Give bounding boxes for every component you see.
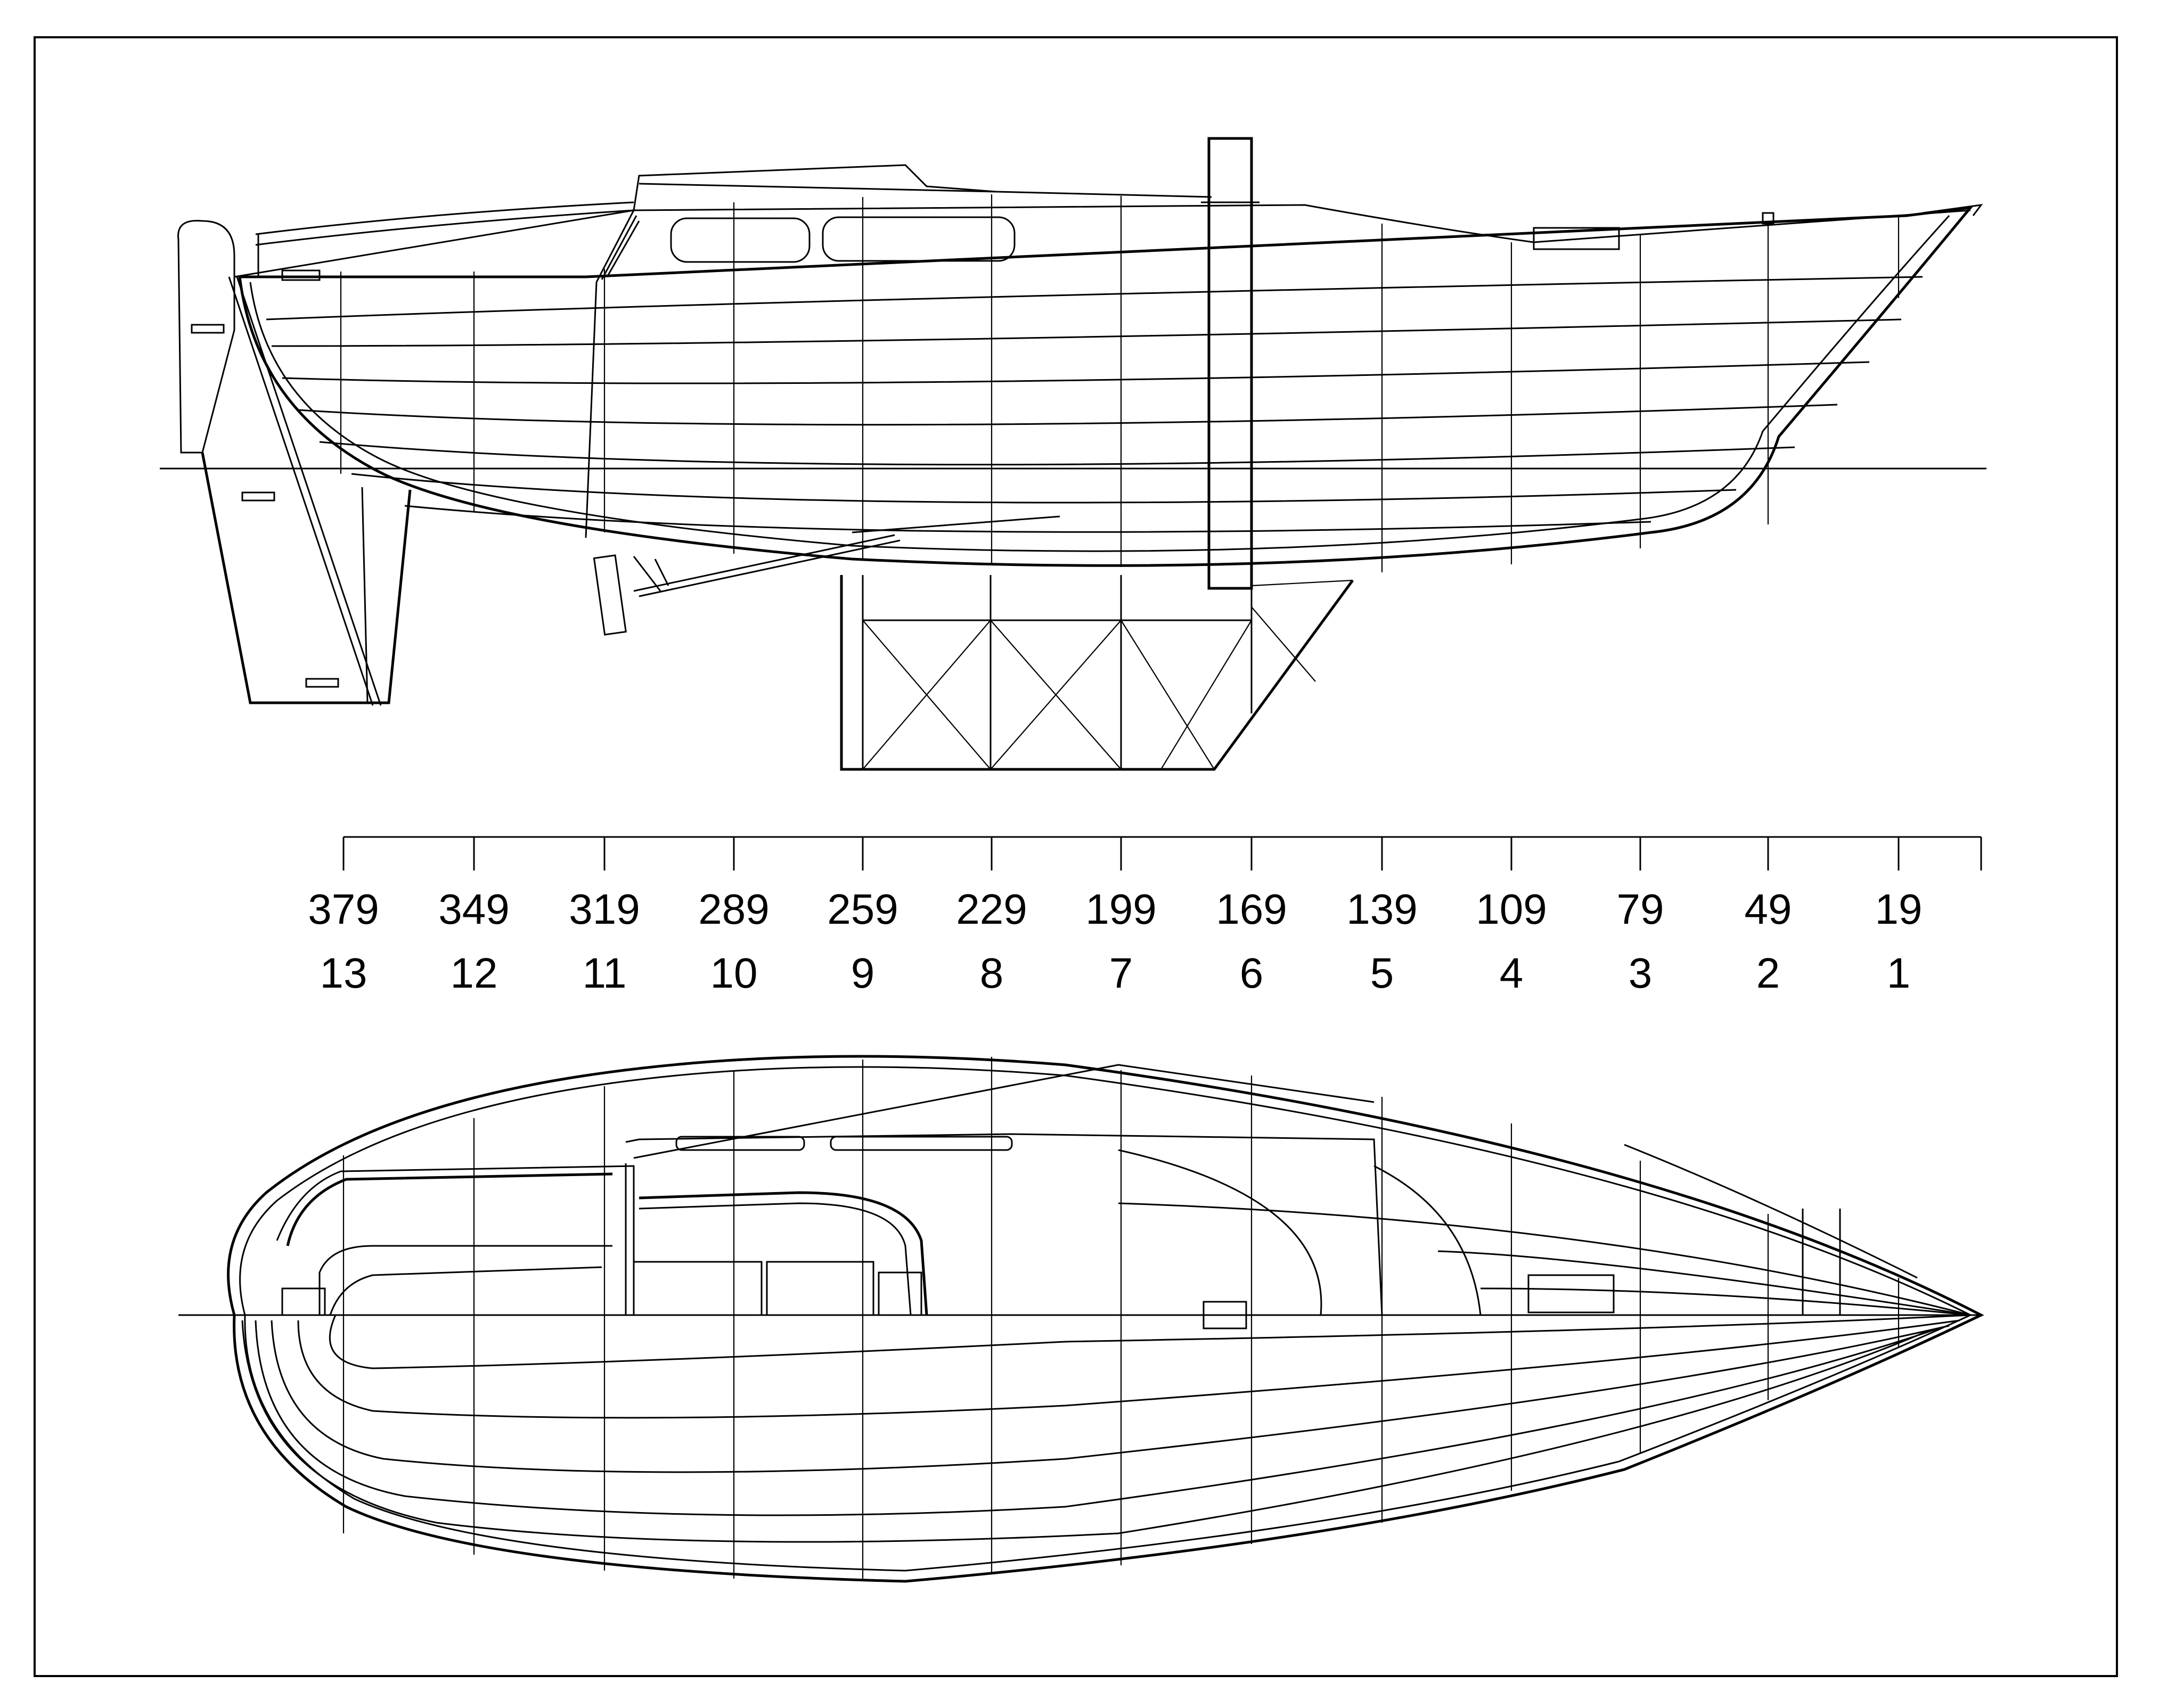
station-number-label: 12 <box>451 949 498 997</box>
buttock-2 <box>271 318 1902 347</box>
station-number-label: 6 <box>1240 949 1264 997</box>
station-number-label: 1 <box>1887 949 1911 997</box>
cabin-house <box>633 164 1212 211</box>
tiller <box>329 1266 602 1316</box>
diagonal-4 <box>1624 1144 1918 1279</box>
diagonal-2 <box>1437 1250 1971 1316</box>
station-number-label: 4 <box>1500 949 1524 997</box>
station-number-label: 8 <box>980 949 1004 997</box>
station-offset-label: 199 <box>1085 885 1156 933</box>
seat-block-aft <box>281 1287 326 1316</box>
station-offset-label: 49 <box>1745 885 1792 933</box>
propeller <box>593 554 627 636</box>
profile-view <box>160 137 1986 771</box>
pulpit <box>1922 204 1983 216</box>
buttock-7 <box>404 505 1651 533</box>
buttock-4 <box>298 404 1838 426</box>
aft-cleat <box>281 269 321 281</box>
station-number-label: 9 <box>851 949 875 997</box>
station-number-label: 13 <box>320 949 367 997</box>
station-number-label: 7 <box>1109 949 1133 997</box>
waterline-4 <box>255 1320 1939 1516</box>
settee-3 <box>878 1271 922 1316</box>
station-offset-label: 349 <box>438 885 509 933</box>
cockpit-seat-edge <box>286 1172 613 1246</box>
pintle-2 <box>241 491 275 502</box>
foredeck-curve <box>1118 1149 1322 1316</box>
station-number-label: 3 <box>1629 949 1653 997</box>
station-offset-label: 169 <box>1216 885 1287 933</box>
hull-inner-outline <box>249 215 1950 552</box>
station-offset-label: 229 <box>956 885 1027 933</box>
porthole-aft <box>670 217 811 263</box>
companionway <box>595 210 640 283</box>
cabin-hatch <box>639 1191 928 1316</box>
pintle-3 <box>305 678 339 688</box>
plan-stations <box>342 1057 1900 1579</box>
chain-plates <box>1802 1209 1841 1315</box>
deck-inner-outline <box>239 1066 1971 1572</box>
station-number-label: 5 <box>1370 949 1394 997</box>
station-offset-label: 259 <box>827 885 898 933</box>
buttock-1 <box>266 276 1923 321</box>
hull-profile-outline <box>238 206 1974 567</box>
cockpit-coaming <box>276 1165 635 1310</box>
cockpit-inner <box>318 1245 612 1315</box>
cabin-outline <box>625 1133 1383 1316</box>
drawing-frame <box>34 36 2118 1677</box>
waterline-3 <box>271 1320 1950 1473</box>
station-number-label: 2 <box>1756 949 1780 997</box>
diagonal-3 <box>1480 1287 1971 1316</box>
prop-shaft <box>633 534 901 597</box>
settee-2 <box>766 1261 874 1316</box>
outboard-bracket <box>177 219 235 454</box>
station-offset-label: 109 <box>1476 885 1547 933</box>
station-offset-label: 319 <box>569 885 640 933</box>
plan-view <box>178 1055 1984 1583</box>
buttock-6 <box>351 473 1737 504</box>
station-offset-label: 79 <box>1617 885 1664 933</box>
sheer-line <box>234 204 1971 278</box>
sheer-line-lower <box>255 209 634 246</box>
mast-step <box>1203 1301 1247 1329</box>
strut <box>633 556 669 592</box>
porthole-fwd <box>822 216 1016 262</box>
profile-stations <box>340 194 1900 572</box>
engine-bed <box>852 515 1060 533</box>
diagonal-1 <box>1118 1202 1971 1316</box>
keel <box>840 575 1354 771</box>
foredeck-hatch <box>1533 227 1620 250</box>
station-number-label: 11 <box>582 949 626 997</box>
pintle-1 <box>191 324 225 334</box>
bulkhead-line <box>585 282 598 538</box>
station-offset-label: 139 <box>1346 885 1417 933</box>
station-number-label: 10 <box>710 949 758 997</box>
rudder-stock <box>228 276 382 706</box>
deck-outline <box>227 1055 1984 1583</box>
waterline-1 <box>329 1314 1971 1369</box>
buttock-5 <box>319 441 1795 466</box>
station-offset-label: 289 <box>698 885 769 933</box>
cabin-window-aft <box>675 1136 805 1151</box>
coaming-line <box>255 201 634 235</box>
buttock-3 <box>282 361 1870 384</box>
settee-1 <box>633 1261 763 1316</box>
deck-sidedeck <box>633 1064 1375 1159</box>
cabin-top-line <box>639 183 996 193</box>
station-offset-label: 379 <box>308 885 379 933</box>
rudder <box>201 452 412 704</box>
waterline-5 <box>241 1320 1928 1543</box>
mast <box>1207 137 1253 590</box>
station-offset-label: 19 <box>1875 885 1923 933</box>
cabin-window-fwd <box>830 1136 1013 1151</box>
foredeck-curve-2 <box>1373 1165 1482 1316</box>
foredeck-hatch-plan <box>1527 1274 1615 1313</box>
waterline-2 <box>297 1319 1960 1419</box>
